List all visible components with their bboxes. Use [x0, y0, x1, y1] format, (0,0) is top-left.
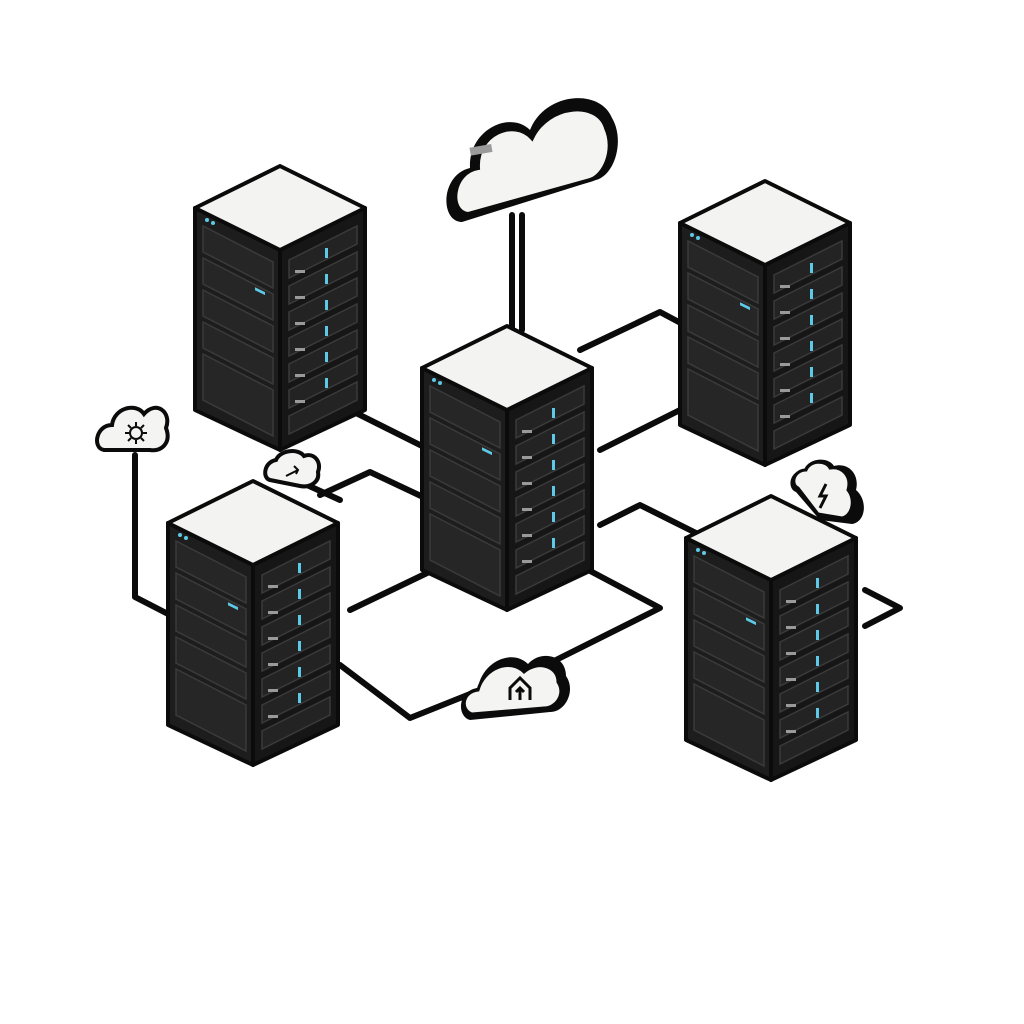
cloud-sync: [263, 449, 321, 489]
cloud-main: [446, 98, 618, 222]
server-bottom-right: [684, 494, 858, 782]
gear-icon: [125, 422, 147, 444]
cloud-upload: [460, 655, 571, 720]
link-center-bottomright: [597, 502, 703, 538]
cloud-gear: [95, 405, 170, 453]
server-top-left: [193, 164, 367, 452]
server-top-right: [678, 179, 852, 467]
sync-arrows-icon: [285, 465, 300, 477]
server-center: [420, 324, 594, 612]
link-center-bottom: [537, 552, 663, 671]
lightning-icon: [817, 483, 829, 509]
link-bottomleft-bottom: [337, 662, 483, 721]
upload-home-icon: [508, 675, 532, 700]
link-bottomright-edge: [862, 587, 903, 629]
cloud-lightning: [790, 459, 864, 524]
link-center-topright: [577, 309, 693, 353]
server-bottom-left: [166, 479, 340, 767]
link-bottomleft-center: [317, 469, 443, 508]
link-gear-cloud: [132, 452, 173, 618]
